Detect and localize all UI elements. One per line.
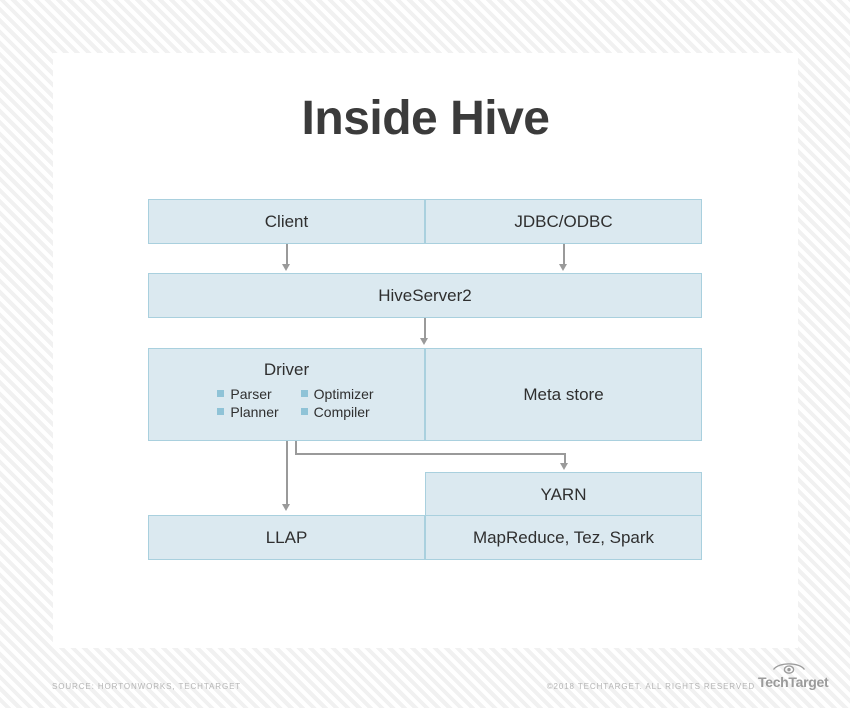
connector-driver-to-yarn-segment-2 — [295, 453, 565, 455]
page-title: Inside Hive — [301, 92, 550, 145]
connector-client-to-hiveserver2 — [286, 244, 288, 266]
driver-column-right: Optimizer Compiler — [300, 385, 374, 420]
list-item: Optimizer — [300, 385, 374, 402]
hive-architecture-diagram: Client JDBC/ODBC HiveServer2 Driver Pars… — [53, 53, 798, 648]
list-item: Parser — [217, 386, 278, 402]
box-yarn-label: YARN — [540, 484, 587, 504]
bullet-square-icon — [217, 408, 225, 416]
arrowhead-icon — [559, 264, 567, 271]
box-client[interactable]: Client — [148, 199, 425, 244]
list-item: Planner — [217, 403, 279, 420]
box-meta-store-label: Meta store — [523, 384, 604, 404]
box-client-label: Client — [264, 211, 309, 231]
bullet-square-icon — [300, 390, 308, 398]
box-meta-store[interactable]: Meta store — [425, 348, 702, 441]
connector-driver-to-yarn-segment-3 — [564, 453, 566, 465]
techtarget-logo: TechTarget — [758, 660, 829, 694]
driver-item-planner: Planner — [230, 403, 279, 420]
driver-column-left: Parser Planner — [217, 386, 279, 420]
arrowhead-icon — [560, 463, 568, 470]
bullet-square-icon — [300, 408, 308, 416]
bullet-square-icon — [217, 390, 225, 398]
arrowhead-icon — [420, 338, 428, 345]
driver-component-columns: Parser Planner Optimizer Compiler — [149, 386, 424, 420]
box-driver-label: Driver — [263, 360, 310, 379]
list-item: Compiler — [300, 403, 374, 420]
box-hiveserver2-label: HiveServer2 — [378, 285, 472, 305]
copyright-notice: ©2018 TECHTARGET. ALL RIGHTS RESERVED — [546, 682, 755, 691]
eye-icon — [772, 663, 806, 674]
connector-hiveserver2-to-driver — [424, 318, 426, 340]
source-credit: SOURCE: HORTONWORKS, TECHTARGET — [52, 682, 242, 691]
box-yarn[interactable]: YARN — [425, 472, 702, 517]
box-mapreduce-tez-spark[interactable]: MapReduce, Tez, Spark — [425, 515, 702, 560]
box-llap[interactable]: LLAP — [148, 515, 425, 560]
connector-driver-to-yarn-segment-1 — [295, 441, 297, 454]
box-llap-label: LLAP — [265, 527, 308, 547]
content-card: Inside Hive Client JDBC/ODBC HiveServer2… — [53, 53, 798, 648]
connector-driver-to-llap — [286, 441, 288, 506]
driver-item-parser: Parser — [230, 385, 272, 402]
driver-item-compiler: Compiler — [313, 403, 370, 420]
box-driver[interactable]: Driver Parser Planner Optimizer — [148, 348, 425, 441]
arrowhead-icon — [282, 504, 290, 511]
techtarget-logo-text: TechTarget — [758, 674, 829, 690]
box-jdbc-odbc-label: JDBC/ODBC — [514, 211, 613, 231]
box-jdbc-odbc[interactable]: JDBC/ODBC — [425, 199, 702, 244]
driver-item-optimizer: Optimizer — [313, 385, 374, 402]
box-mapreduce-tez-spark-label: MapReduce, Tez, Spark — [472, 527, 655, 547]
arrowhead-icon — [282, 264, 290, 271]
connector-jdbc-to-hiveserver2 — [563, 244, 565, 266]
box-hiveserver2[interactable]: HiveServer2 — [148, 273, 702, 318]
